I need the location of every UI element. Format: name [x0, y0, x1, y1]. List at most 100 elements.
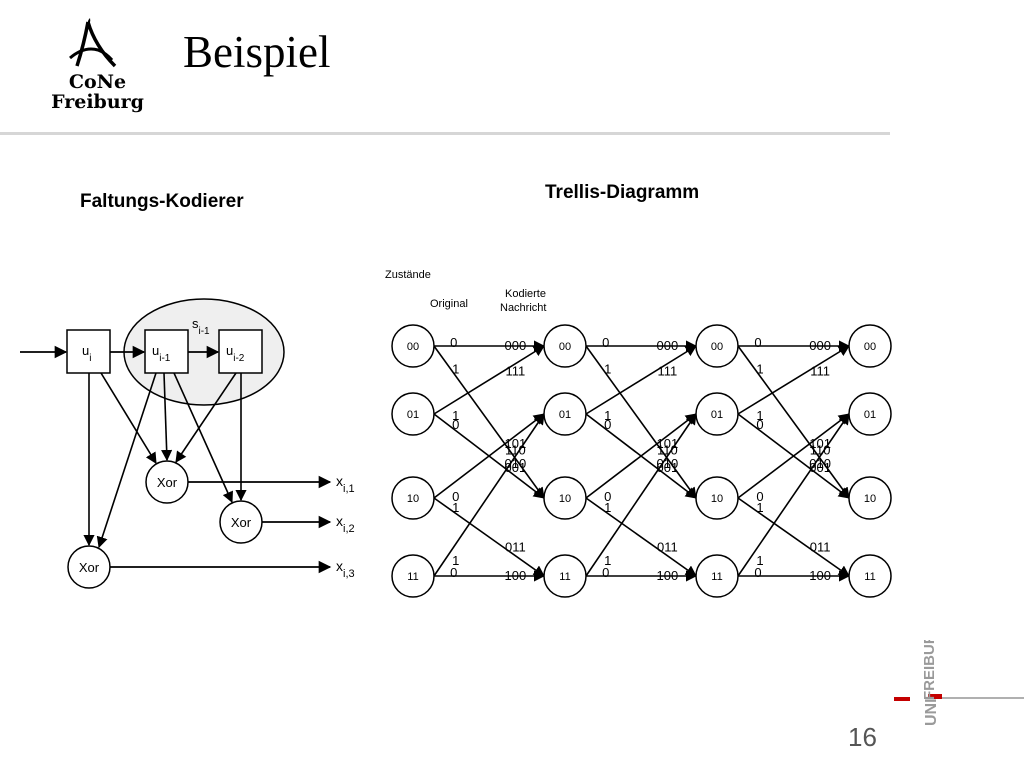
- input-bit-label: 0: [452, 489, 459, 504]
- trellis-state-node: [695, 476, 739, 520]
- legend-coded-line1: Kodierte: [505, 288, 546, 300]
- logo-line-2: Freiburg: [51, 91, 144, 113]
- input-bit-label: 0: [602, 335, 609, 350]
- input-bit-label: 1: [452, 361, 459, 376]
- input-bit-label: 1: [756, 553, 763, 568]
- code-label: 100: [657, 568, 679, 583]
- trellis-state-label: 00: [559, 341, 571, 353]
- input-bit-label: 1: [604, 500, 611, 515]
- trellis-transition: [737, 497, 850, 577]
- trellis-state-label: 00: [711, 341, 723, 353]
- register-label: ui: [82, 343, 91, 364]
- trellis-transition: [737, 345, 850, 499]
- trellis-transition: [433, 497, 545, 577]
- code-label: 000: [809, 338, 831, 353]
- trellis-state-node: [543, 554, 587, 598]
- trellis-transition: [585, 413, 697, 577]
- trellis-edges: [433, 340, 851, 582]
- trellis-state-node: [848, 476, 892, 520]
- input-bit-label: 0: [604, 489, 611, 504]
- trellis-state-label: 01: [559, 409, 571, 421]
- trellis-state-label: 11: [711, 571, 722, 583]
- code-label: 000: [505, 338, 527, 353]
- trellis-transition: [433, 413, 545, 577]
- code-label: 110: [810, 442, 831, 457]
- cone-logo: CoNe Freiburg: [40, 14, 155, 114]
- trellis-state-node: [695, 554, 739, 598]
- trellis-state-node: [391, 392, 435, 436]
- trellis-state-node: [695, 392, 739, 436]
- trellis-transition: [433, 345, 545, 415]
- uni-freiburg-logo: UNI FREIBURG: [894, 640, 1024, 726]
- input-bit-label: 0: [604, 417, 611, 432]
- code-label: 000: [657, 338, 679, 353]
- input-bit-label: 1: [452, 553, 459, 568]
- trellis-state-label: 10: [864, 493, 876, 505]
- trellis-transition: [585, 497, 697, 577]
- state-label: si-1: [192, 316, 210, 337]
- code-label: 010: [657, 456, 679, 471]
- code-label: 011: [810, 540, 831, 555]
- trellis-state-label: 11: [559, 571, 570, 583]
- trellis-transition: [585, 345, 697, 415]
- trellis-state-label: 01: [864, 409, 876, 421]
- trellis-state-node: [391, 476, 435, 520]
- input-bit-label: 0: [602, 565, 609, 580]
- code-label: 001: [505, 460, 527, 475]
- code-label: 101: [809, 436, 831, 451]
- trellis-state-node: [695, 324, 739, 368]
- input-bit-label: 1: [756, 361, 763, 376]
- page-number: 16: [848, 722, 877, 752]
- trellis-state-label: 11: [407, 571, 418, 583]
- legend-states: Zustände: [385, 269, 431, 281]
- code-label: 110: [505, 442, 526, 457]
- register-label: ui-2: [226, 343, 245, 364]
- code-label: 011: [505, 540, 526, 555]
- trellis-transition: [433, 413, 545, 499]
- freiburg-text-top: FREIBURG: [921, 640, 938, 700]
- code-label: 010: [505, 456, 527, 471]
- trellis-heading: Trellis-Diagramm: [545, 182, 700, 203]
- input-bit-label: 0: [756, 489, 763, 504]
- input-bit-label: 0: [450, 565, 457, 580]
- trellis-state-label: 01: [711, 409, 723, 421]
- input-bit-label: 1: [604, 361, 611, 376]
- input-bit-label: 0: [450, 335, 457, 350]
- trellis-state-label: 10: [407, 493, 419, 505]
- trellis-state-node: [543, 324, 587, 368]
- code-label: 111: [506, 364, 526, 379]
- output-label: xi,1: [336, 473, 355, 495]
- input-bit-label: 0: [756, 417, 763, 432]
- slide-title: Beispiel: [183, 27, 331, 77]
- xor-label: Xor: [157, 475, 178, 490]
- trellis-state-label: 00: [864, 341, 876, 353]
- input-bit-label: 1: [756, 408, 763, 423]
- trellis-state-node: [848, 554, 892, 598]
- code-label: 100: [809, 568, 831, 583]
- title-divider: [0, 132, 890, 135]
- trellis-transition: [585, 345, 697, 499]
- code-label: 111: [658, 364, 678, 379]
- logo-line-1: CoNe: [68, 71, 127, 93]
- register-box: [66, 329, 111, 374]
- legend-coded-line2: Nachricht: [500, 302, 546, 314]
- xor-label: Xor: [79, 560, 100, 575]
- trellis-state-node: [848, 324, 892, 368]
- input-bit-label: 0: [452, 417, 459, 432]
- input-bit-label: 1: [756, 500, 763, 515]
- antenna-icon: [69, 18, 117, 68]
- output-label: xi,2: [336, 513, 355, 535]
- uni-text: UNI: [923, 698, 940, 726]
- trellis-state-node: [543, 392, 587, 436]
- trellis-state-node: [543, 476, 587, 520]
- input-bit-label: 0: [754, 565, 761, 580]
- code-label: 110: [657, 442, 678, 457]
- diagrams: si-1 ui ui-1 ui-2 Xor Xor Xor xi,1 xi,2 …: [20, 269, 892, 598]
- input-bit-label: 0: [754, 335, 761, 350]
- trellis-transition: [433, 345, 545, 499]
- code-label: 100: [505, 568, 527, 583]
- code-label: 101: [505, 436, 527, 451]
- code-label: 001: [657, 460, 679, 475]
